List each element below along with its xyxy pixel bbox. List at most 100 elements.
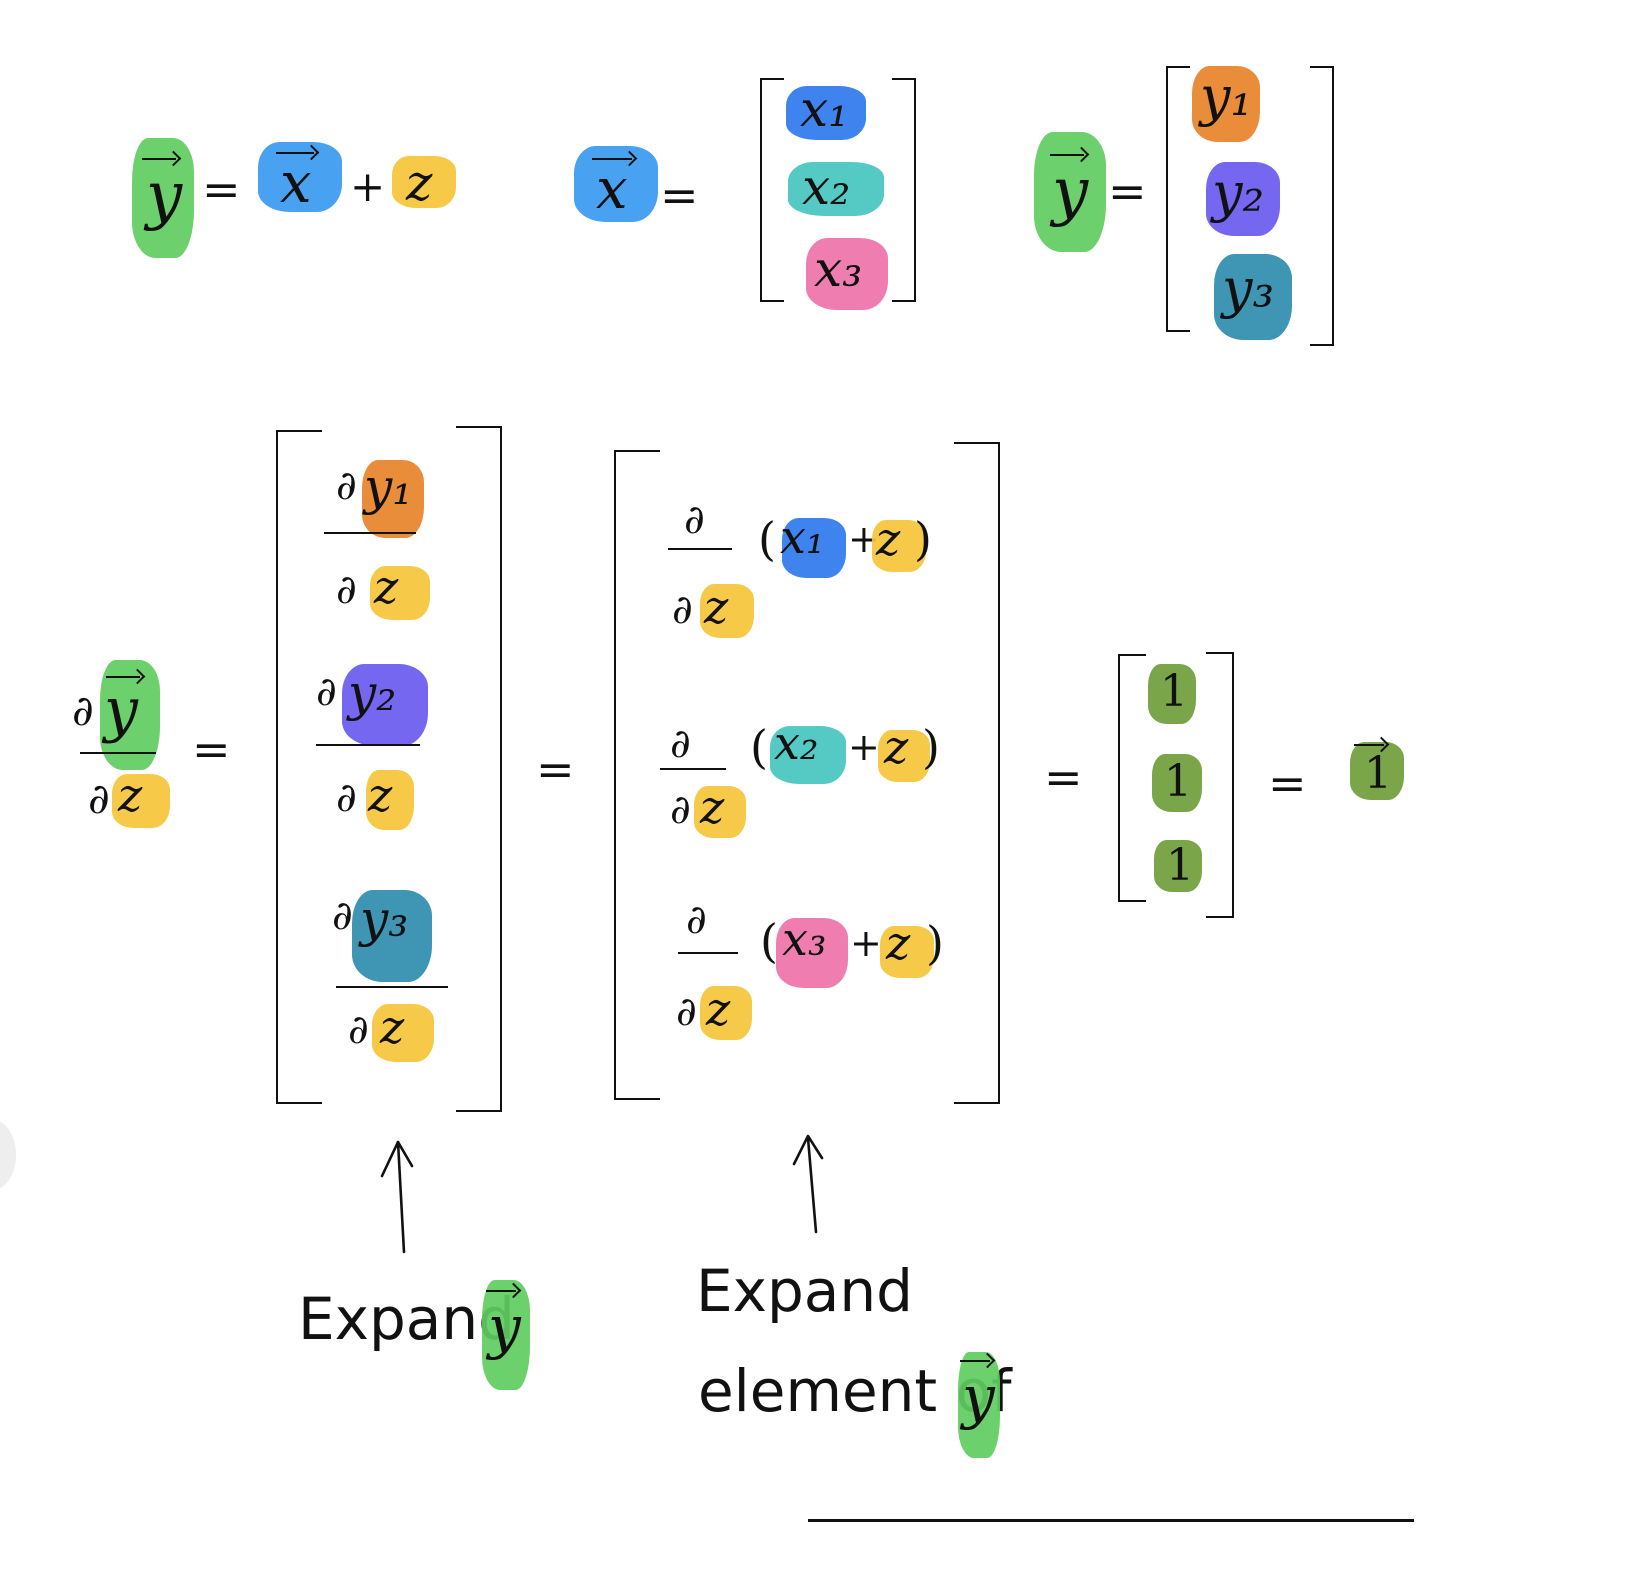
- equals-sign: =: [1044, 750, 1083, 804]
- equals-sign: =: [1268, 756, 1307, 810]
- element-x2-m2: x₂: [774, 716, 819, 770]
- paren-open: (: [760, 914, 778, 968]
- highlight-ones-vec: [1350, 742, 1404, 800]
- element-x3: x₃: [814, 240, 863, 298]
- partial-symbol: ∂: [676, 989, 697, 1035]
- highlight-y3: [1214, 254, 1292, 340]
- highlight-z-m2-3b: [880, 926, 934, 978]
- symbol-z-m2-1b: z: [876, 512, 901, 566]
- paren-close: ): [922, 720, 940, 774]
- equals-sign: =: [660, 168, 699, 222]
- symbol-z-m1-3: z: [380, 1000, 405, 1054]
- edge-shadow: [0, 1120, 16, 1190]
- bracket-left-m2: [614, 450, 660, 1100]
- fraction-line: [324, 532, 416, 534]
- symbol-z-lhs: z: [118, 768, 143, 822]
- highlight-z-m2-3a: [700, 986, 752, 1040]
- partial-symbol: ∂: [348, 1007, 369, 1053]
- partial-symbol: ∂: [336, 775, 357, 821]
- element-y1-m1: y₁: [364, 458, 413, 516]
- element-x2: x₂: [802, 158, 851, 216]
- paren-close: ): [914, 512, 932, 566]
- element-y1: y₁: [1200, 65, 1253, 128]
- partial-symbol: ∂: [72, 686, 94, 735]
- highlight-x2-m2: [770, 726, 846, 784]
- element-x1-m2: x₁: [780, 510, 825, 564]
- bracket-right-m1: [456, 426, 502, 1112]
- partial-symbol: ∂: [336, 463, 357, 509]
- annotation-expand-right-line1: Expand: [696, 1257, 913, 1325]
- bracket-right-m3: [1206, 652, 1234, 918]
- highlight-x3-m2: [776, 918, 848, 988]
- highlight-one-2: [1152, 754, 1202, 812]
- highlight-z-m1-3: [372, 1004, 434, 1062]
- arrow-head-right: [792, 1134, 824, 1166]
- highlight-z: [392, 156, 456, 208]
- symbol-y-vec: y: [146, 159, 183, 233]
- highlight-y-vec-annot-left: [482, 1280, 530, 1390]
- highlight-y3-m1: [352, 890, 432, 982]
- bracket-right-m2: [954, 442, 1000, 1104]
- highlight-y-vec-annot-right: [958, 1352, 1000, 1458]
- symbol-x-vec: x: [280, 151, 312, 216]
- element-y2: y₂: [1212, 161, 1265, 224]
- vector-arrow-x-def: [592, 158, 632, 160]
- fraction-line: [316, 744, 420, 746]
- partial-symbol: ∂: [88, 774, 110, 823]
- highlight-y-vec-def: [1034, 132, 1106, 252]
- fraction-line: [660, 768, 726, 770]
- fraction-line: [80, 752, 156, 754]
- partial-symbol: ∂: [672, 587, 693, 633]
- symbol-x-vec-def: x: [596, 157, 628, 222]
- vector-arrow-x: [276, 152, 314, 154]
- element-one-1: 1: [1160, 666, 1188, 717]
- partial-symbol: ∂: [332, 893, 353, 939]
- symbol-z-m2-1: z: [704, 580, 729, 634]
- equals-sign: =: [192, 722, 231, 776]
- highlight-z-m1-2: [366, 770, 414, 830]
- partial-symbol: ∂: [336, 567, 357, 613]
- element-y2-m1: y₂: [348, 664, 397, 722]
- bracket-right-y: [1310, 66, 1334, 346]
- vector-arrow-y-lhs: [106, 676, 140, 678]
- highlight-x3: [806, 238, 888, 310]
- bottom-rule: [808, 1519, 1414, 1522]
- highlight-one-3: [1154, 840, 1202, 892]
- highlight-y2-m1: [342, 664, 428, 746]
- highlight-x1: [786, 86, 866, 140]
- symbol-z-m2-2b: z: [884, 720, 909, 774]
- bracket-left-m3: [1118, 654, 1146, 902]
- element-y3: y₃: [1222, 257, 1275, 320]
- plus-sign: +: [850, 921, 882, 965]
- plus-sign: +: [350, 162, 386, 211]
- highlight-one-1: [1148, 664, 1196, 724]
- highlight-y1: [1192, 66, 1260, 142]
- symbol-z: z: [406, 154, 433, 212]
- plus-sign: +: [848, 725, 880, 769]
- symbol-z-m2-3b: z: [886, 916, 911, 970]
- bracket-left-m1: [276, 430, 322, 1104]
- arrow-up-right: [806, 1136, 818, 1234]
- highlight-z-m2-1b: [872, 520, 926, 572]
- symbol-z-m2-2: z: [700, 780, 725, 834]
- partial-symbol: ∂: [684, 497, 705, 543]
- highlight-y1-m1: [362, 460, 424, 538]
- bracket-right-x: [892, 78, 916, 302]
- highlight-x2: [788, 162, 884, 216]
- bracket-left-x: [760, 78, 784, 302]
- symbol-y-vec-lhs: y: [104, 675, 138, 745]
- symbol-ones-vec: 1: [1364, 748, 1392, 799]
- element-one-2: 1: [1164, 756, 1192, 807]
- highlight-z-m1-1: [370, 566, 430, 620]
- symbol-z-m2-3: z: [706, 982, 731, 1036]
- element-one-3: 1: [1166, 840, 1194, 891]
- equals-sign: =: [1108, 164, 1147, 218]
- highlight-z-lhs: [112, 774, 170, 828]
- arrow-head-left: [380, 1140, 414, 1178]
- highlight-z-m2-1a: [700, 584, 754, 638]
- highlight-z-m2-2a: [694, 786, 746, 838]
- highlight-z-m2-2b: [878, 730, 930, 782]
- bracket-left-y: [1166, 66, 1190, 332]
